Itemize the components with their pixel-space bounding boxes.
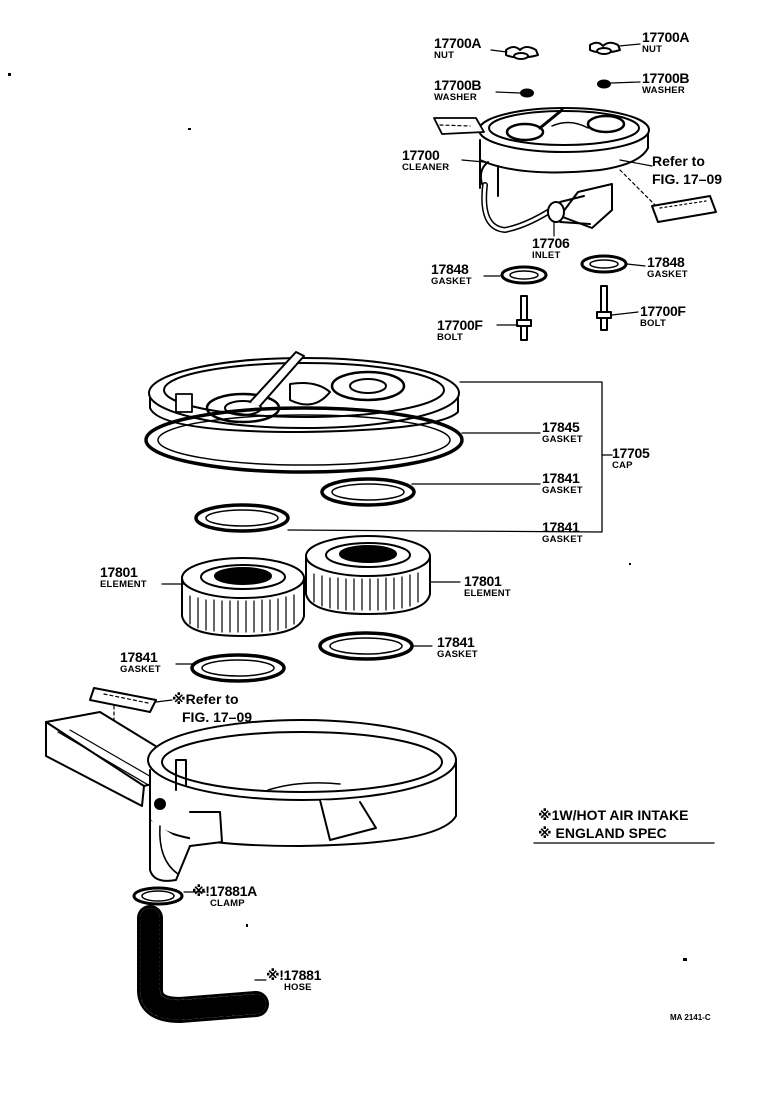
part-name: BOLT: [640, 318, 666, 329]
filter-plate-left: [89, 687, 157, 713]
gasket-17841-c: [318, 631, 414, 661]
part-number: 17848: [431, 261, 469, 277]
drawing-code: MA 2141-C: [670, 1013, 711, 1022]
part-name: HOSE: [284, 982, 312, 993]
part-name: INLET: [532, 250, 561, 261]
part-name: GASKET: [542, 534, 583, 545]
part-name: GASKET: [542, 485, 583, 496]
refer-line: ※Refer to: [172, 691, 239, 707]
refer-note-top: Refer to FIG. 17–09: [652, 152, 722, 188]
cap-17705: [148, 351, 460, 433]
note-hot-air-intake: ※1W/HOT AIR INTAKE: [538, 807, 689, 823]
cleaner-assembly: [433, 107, 656, 233]
part-number: 17700B: [434, 77, 482, 93]
refer-line: Refer to: [652, 153, 705, 169]
part-number: 17801: [100, 564, 138, 580]
inlet-duct: [547, 183, 613, 229]
note-england-spec: ※ ENGLAND SPEC: [538, 825, 667, 841]
clamp: [132, 886, 184, 906]
part-name: GASKET: [542, 434, 583, 445]
part-number: 17841: [120, 649, 158, 665]
part-name: CAP: [612, 460, 633, 471]
part-number: 17845: [542, 419, 580, 435]
gasket-17845: [144, 406, 464, 474]
cleaner-case: [45, 711, 457, 882]
part-number: 17841: [542, 470, 580, 486]
part-number: 17700: [402, 147, 440, 163]
hose: [137, 905, 269, 1023]
part-number: 17706: [532, 235, 570, 251]
refer-figure: FIG. 17–09: [652, 171, 723, 187]
part-number: 17700F: [640, 303, 686, 319]
part-name: NUT: [642, 44, 663, 55]
part-number: 17700B: [642, 70, 690, 86]
part-number: 17848: [647, 254, 685, 270]
gasket-17841-a: [320, 477, 416, 507]
gasket-17848-left: [500, 265, 548, 285]
specks: [8, 73, 687, 961]
part-name: NUT: [434, 50, 455, 61]
part-name: GASKET: [437, 649, 478, 660]
washer-right: [597, 79, 611, 89]
part-number: 17705: [612, 445, 650, 461]
gasket-17841-b: [194, 503, 290, 533]
part-number: 17700A: [642, 29, 690, 45]
filter-plate-right: [651, 195, 717, 223]
part-number: ※!17881A: [192, 883, 257, 899]
part-name: GASKET: [431, 276, 472, 287]
element-left: [181, 557, 305, 637]
bolt-right: [596, 285, 612, 331]
part-name: GASKET: [647, 269, 688, 280]
part-number: 17700A: [434, 35, 482, 51]
bolt-left: [516, 295, 532, 341]
refer-figure: FIG. 17–09: [182, 709, 253, 725]
part-number: 17841: [437, 634, 475, 650]
part-name: CLAMP: [210, 898, 245, 909]
part-name: BOLT: [437, 332, 463, 343]
element-right: [305, 535, 431, 615]
part-name: CLEANER: [402, 162, 450, 173]
gasket-17848-right: [580, 254, 628, 274]
wing-nut-right: [589, 41, 621, 55]
part-number: 17841: [542, 519, 580, 535]
part-number: ※!17881: [266, 967, 322, 983]
part-number: 17700F: [437, 317, 483, 333]
part-name: ELEMENT: [464, 588, 511, 599]
part-name: WASHER: [642, 85, 685, 96]
part-number: 17801: [464, 573, 502, 589]
refer-note-bottom: ※Refer to FIG. 17–09: [172, 690, 252, 726]
part-name: ELEMENT: [100, 579, 147, 590]
part-name: GASKET: [120, 664, 161, 675]
washer-left: [520, 88, 534, 98]
cap-bracket: [287, 381, 613, 533]
part-name: WASHER: [434, 92, 477, 103]
gasket-17841-d: [190, 653, 286, 683]
wing-nut-left: [505, 46, 539, 60]
